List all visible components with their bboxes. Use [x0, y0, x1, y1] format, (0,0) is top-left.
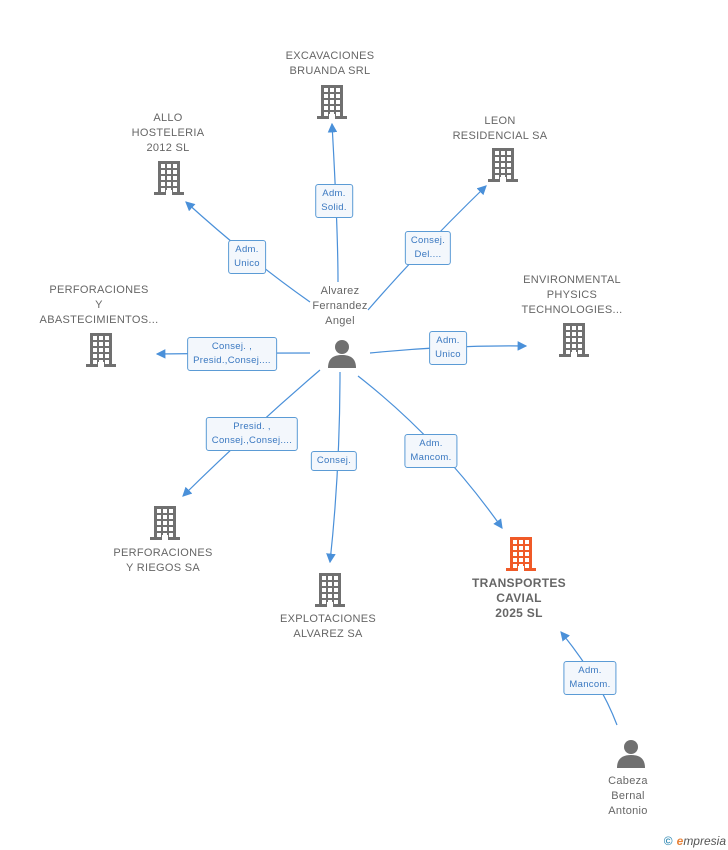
node-excavaciones-bruanda[interactable]: EXCAVACIONES BRUANDA SRL: [286, 49, 375, 79]
node-label: EXCAVACIONES BRUANDA SRL: [285, 50, 375, 77]
edge-label-environmental[interactable]: Adm. Unico: [429, 331, 467, 365]
node-label: ENVIRONMENTAL PHYSICS TECHNOLOGIES...: [521, 274, 623, 316]
building-icon[interactable]: [559, 323, 589, 357]
node-perforaciones-abastecimientos[interactable]: PERFORACIONES Y ABASTECIMIENTOS...: [40, 283, 159, 328]
node-label: Alvarez Fernandez Angel: [312, 285, 368, 327]
building-icon[interactable]: [317, 85, 347, 119]
edge-label-explotaciones[interactable]: Consej.: [310, 451, 358, 471]
building-icon[interactable]: [506, 537, 536, 571]
node-allo-hosteleria[interactable]: ALLO HOSTELERIA 2012 SL: [132, 111, 205, 156]
node-perforaciones-riegos[interactable]: PERFORACIONES Y RIEGOS SA: [113, 546, 212, 576]
node-label: PERFORACIONES Y RIEGOS SA: [113, 547, 213, 574]
edge-label-perforaciones-riegos[interactable]: Presid. , Consej.,Consej....: [205, 417, 299, 451]
edge-label-perforaciones-y[interactable]: Consej. , Presid.,Consej....: [187, 337, 277, 371]
node-leon-residencial[interactable]: LEON RESIDENCIAL SA: [453, 114, 548, 144]
node-label: Cabeza Bernal Antonio: [608, 775, 648, 817]
edge-label-transportes[interactable]: Adm. Mancom.: [404, 434, 458, 468]
node-cabeza-bernal-antonio[interactable]: Cabeza Bernal Antonio: [608, 774, 648, 819]
building-icon[interactable]: [488, 148, 518, 182]
node-label: PERFORACIONES Y ABASTECIMIENTOS...: [39, 284, 159, 326]
brand-initial: e: [676, 834, 684, 848]
brand-footer: ©empresia: [664, 834, 726, 848]
building-icon[interactable]: [315, 573, 345, 607]
node-environmental-physics[interactable]: ENVIRONMENTAL PHYSICS TECHNOLOGIES...: [521, 273, 622, 318]
brand-name: mpresia: [683, 834, 726, 848]
building-icon[interactable]: [150, 506, 180, 540]
edge-label-allo[interactable]: Adm. Unico: [228, 240, 266, 274]
node-alvarez-fernandez-angel[interactable]: Alvarez Fernandez Angel: [312, 284, 367, 329]
node-label: TRANSPORTES CAVIAL 2025 SL: [472, 576, 566, 620]
building-icon[interactable]: [86, 333, 116, 367]
copyright-icon: ©: [663, 834, 673, 848]
edge-label-excavaciones[interactable]: Adm. Solid.: [315, 184, 353, 218]
person-icon[interactable]: [616, 738, 646, 768]
node-transportes-cavial[interactable]: TRANSPORTES CAVIAL 2025 SL: [472, 576, 566, 621]
edge-label-cabeza-transportes[interactable]: Adm. Mancom.: [563, 661, 617, 695]
node-label: ALLO HOSTELERIA 2012 SL: [131, 112, 205, 154]
node-explotaciones-alvarez[interactable]: EXPLOTACIONES ALVAREZ SA: [280, 612, 376, 642]
node-label: EXPLOTACIONES ALVAREZ SA: [280, 613, 376, 640]
node-label: LEON RESIDENCIAL SA: [452, 115, 548, 142]
building-icon[interactable]: [154, 161, 184, 195]
person-icon[interactable]: [327, 338, 357, 368]
edge-label-leon[interactable]: Consej. Del....: [404, 231, 452, 265]
